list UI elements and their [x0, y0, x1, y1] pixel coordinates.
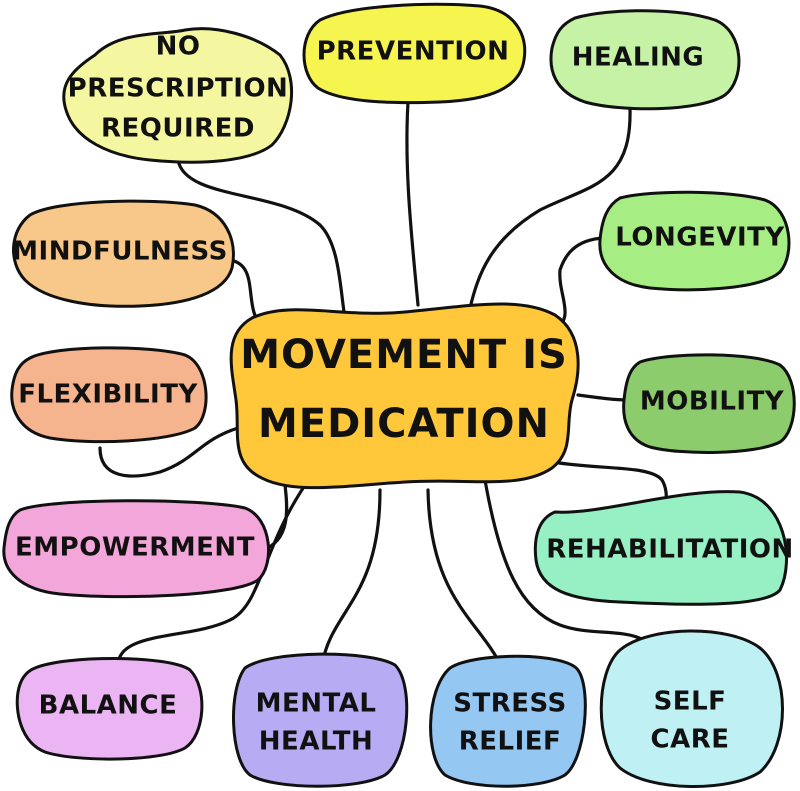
node-balance: BALANCE [15, 657, 204, 761]
node-label-line: RELIEF [459, 727, 562, 757]
node-label-line: HEALTH [259, 727, 373, 757]
node-blob [599, 629, 784, 789]
node-blob [622, 353, 796, 454]
center-title-line2: MEDICATION [258, 401, 550, 447]
node-empowerment: EMPOWERMENT [2, 499, 271, 599]
node-label-line: MENTAL [256, 689, 377, 719]
node-mobility: MOBILITY [622, 353, 796, 454]
connector-no-prescription [176, 158, 347, 320]
node-mental-health: MENTAL HEALTH [232, 652, 409, 788]
node-blob [533, 490, 788, 606]
node-mindfulness: MINDFULNESS [12, 199, 235, 308]
node-label-line: SELF [654, 687, 727, 717]
node-label-line: LONGEVITY [615, 223, 785, 253]
node-rehabilitation: REHABILITATION [533, 490, 794, 606]
node-prevention: PREVENTION [302, 2, 527, 105]
node-blob [2, 499, 271, 599]
node-blob [232, 652, 409, 788]
connectors [98, 100, 668, 670]
node-label-line: EMPOWERMENT [15, 533, 255, 563]
node-flexibility: FLEXIBILITY [10, 346, 208, 444]
connector-longevity [554, 236, 605, 332]
node-blob [15, 657, 204, 761]
connector-flexibility [98, 426, 240, 478]
connector-healing [468, 106, 632, 310]
node-healing: HEALING [549, 9, 741, 111]
connector-balance [116, 476, 312, 670]
node-label-line: MOBILITY [640, 387, 785, 417]
node-no-prescription-required: NO PRESCRIPTION REQUIRED [62, 27, 293, 164]
node-blob [549, 9, 741, 111]
node-label-line: MINDFULNESS [12, 237, 228, 267]
connector-stress-relief [426, 488, 504, 670]
center-blob [229, 302, 580, 490]
center-title-line1: MOVEMENT IS [240, 332, 568, 378]
node-self-care: SELF CARE [599, 629, 784, 789]
node-center: MOVEMENT IS MEDICATION [229, 302, 580, 490]
node-label-line: CARE [651, 725, 730, 755]
node-label-line: BALANCE [39, 691, 178, 721]
node-label-line: FLEXIBILITY [18, 380, 198, 410]
node-label-line: HEALING [572, 43, 704, 73]
connector-empowerment [261, 483, 289, 552]
node-stress-relief: STRESS RELIEF [429, 654, 587, 788]
node-label-line: REHABILITATION [546, 535, 794, 565]
connector-self-care [483, 478, 662, 666]
node-label-line: PRESCRIPTION [68, 74, 289, 104]
node-blob [598, 190, 791, 292]
node-label-line: STRESS [453, 689, 567, 719]
node-label-line: PREVENTION [317, 37, 510, 67]
connector-mobility [576, 393, 630, 402]
connector-mental-health [320, 488, 382, 668]
node-longevity: LONGEVITY [598, 190, 791, 292]
connector-prevention [405, 100, 420, 307]
connector-mindfulness [228, 258, 260, 324]
node-blob [62, 27, 293, 164]
node-blob [12, 199, 235, 308]
node-blob [429, 654, 587, 788]
node-blob [10, 346, 208, 444]
node-label-line: NO [156, 32, 201, 62]
node-label-line: REQUIRED [101, 114, 255, 144]
node-blob [302, 2, 527, 105]
